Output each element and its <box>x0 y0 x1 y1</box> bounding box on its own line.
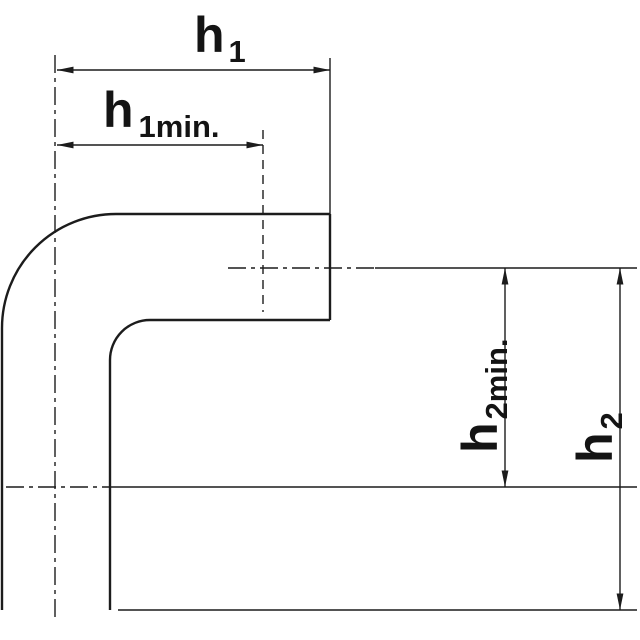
h1-symbol: h <box>194 7 225 63</box>
h1min-symbol: h <box>103 82 134 138</box>
dimension-label-h2min: h2min. <box>452 338 514 453</box>
h2-subscript: 2 <box>594 412 629 429</box>
pipe-inner-contour <box>108 318 330 610</box>
h2-symbol: h <box>567 432 623 463</box>
pipe-outer-contour <box>0 212 330 610</box>
h1-subscript: 1 <box>229 34 246 69</box>
dimension-label-h2: h2 <box>567 412 629 463</box>
h1min-subscript: 1min. <box>139 109 220 144</box>
h2min-symbol: h <box>452 422 508 453</box>
h2min-subscript: 2min. <box>479 338 514 419</box>
